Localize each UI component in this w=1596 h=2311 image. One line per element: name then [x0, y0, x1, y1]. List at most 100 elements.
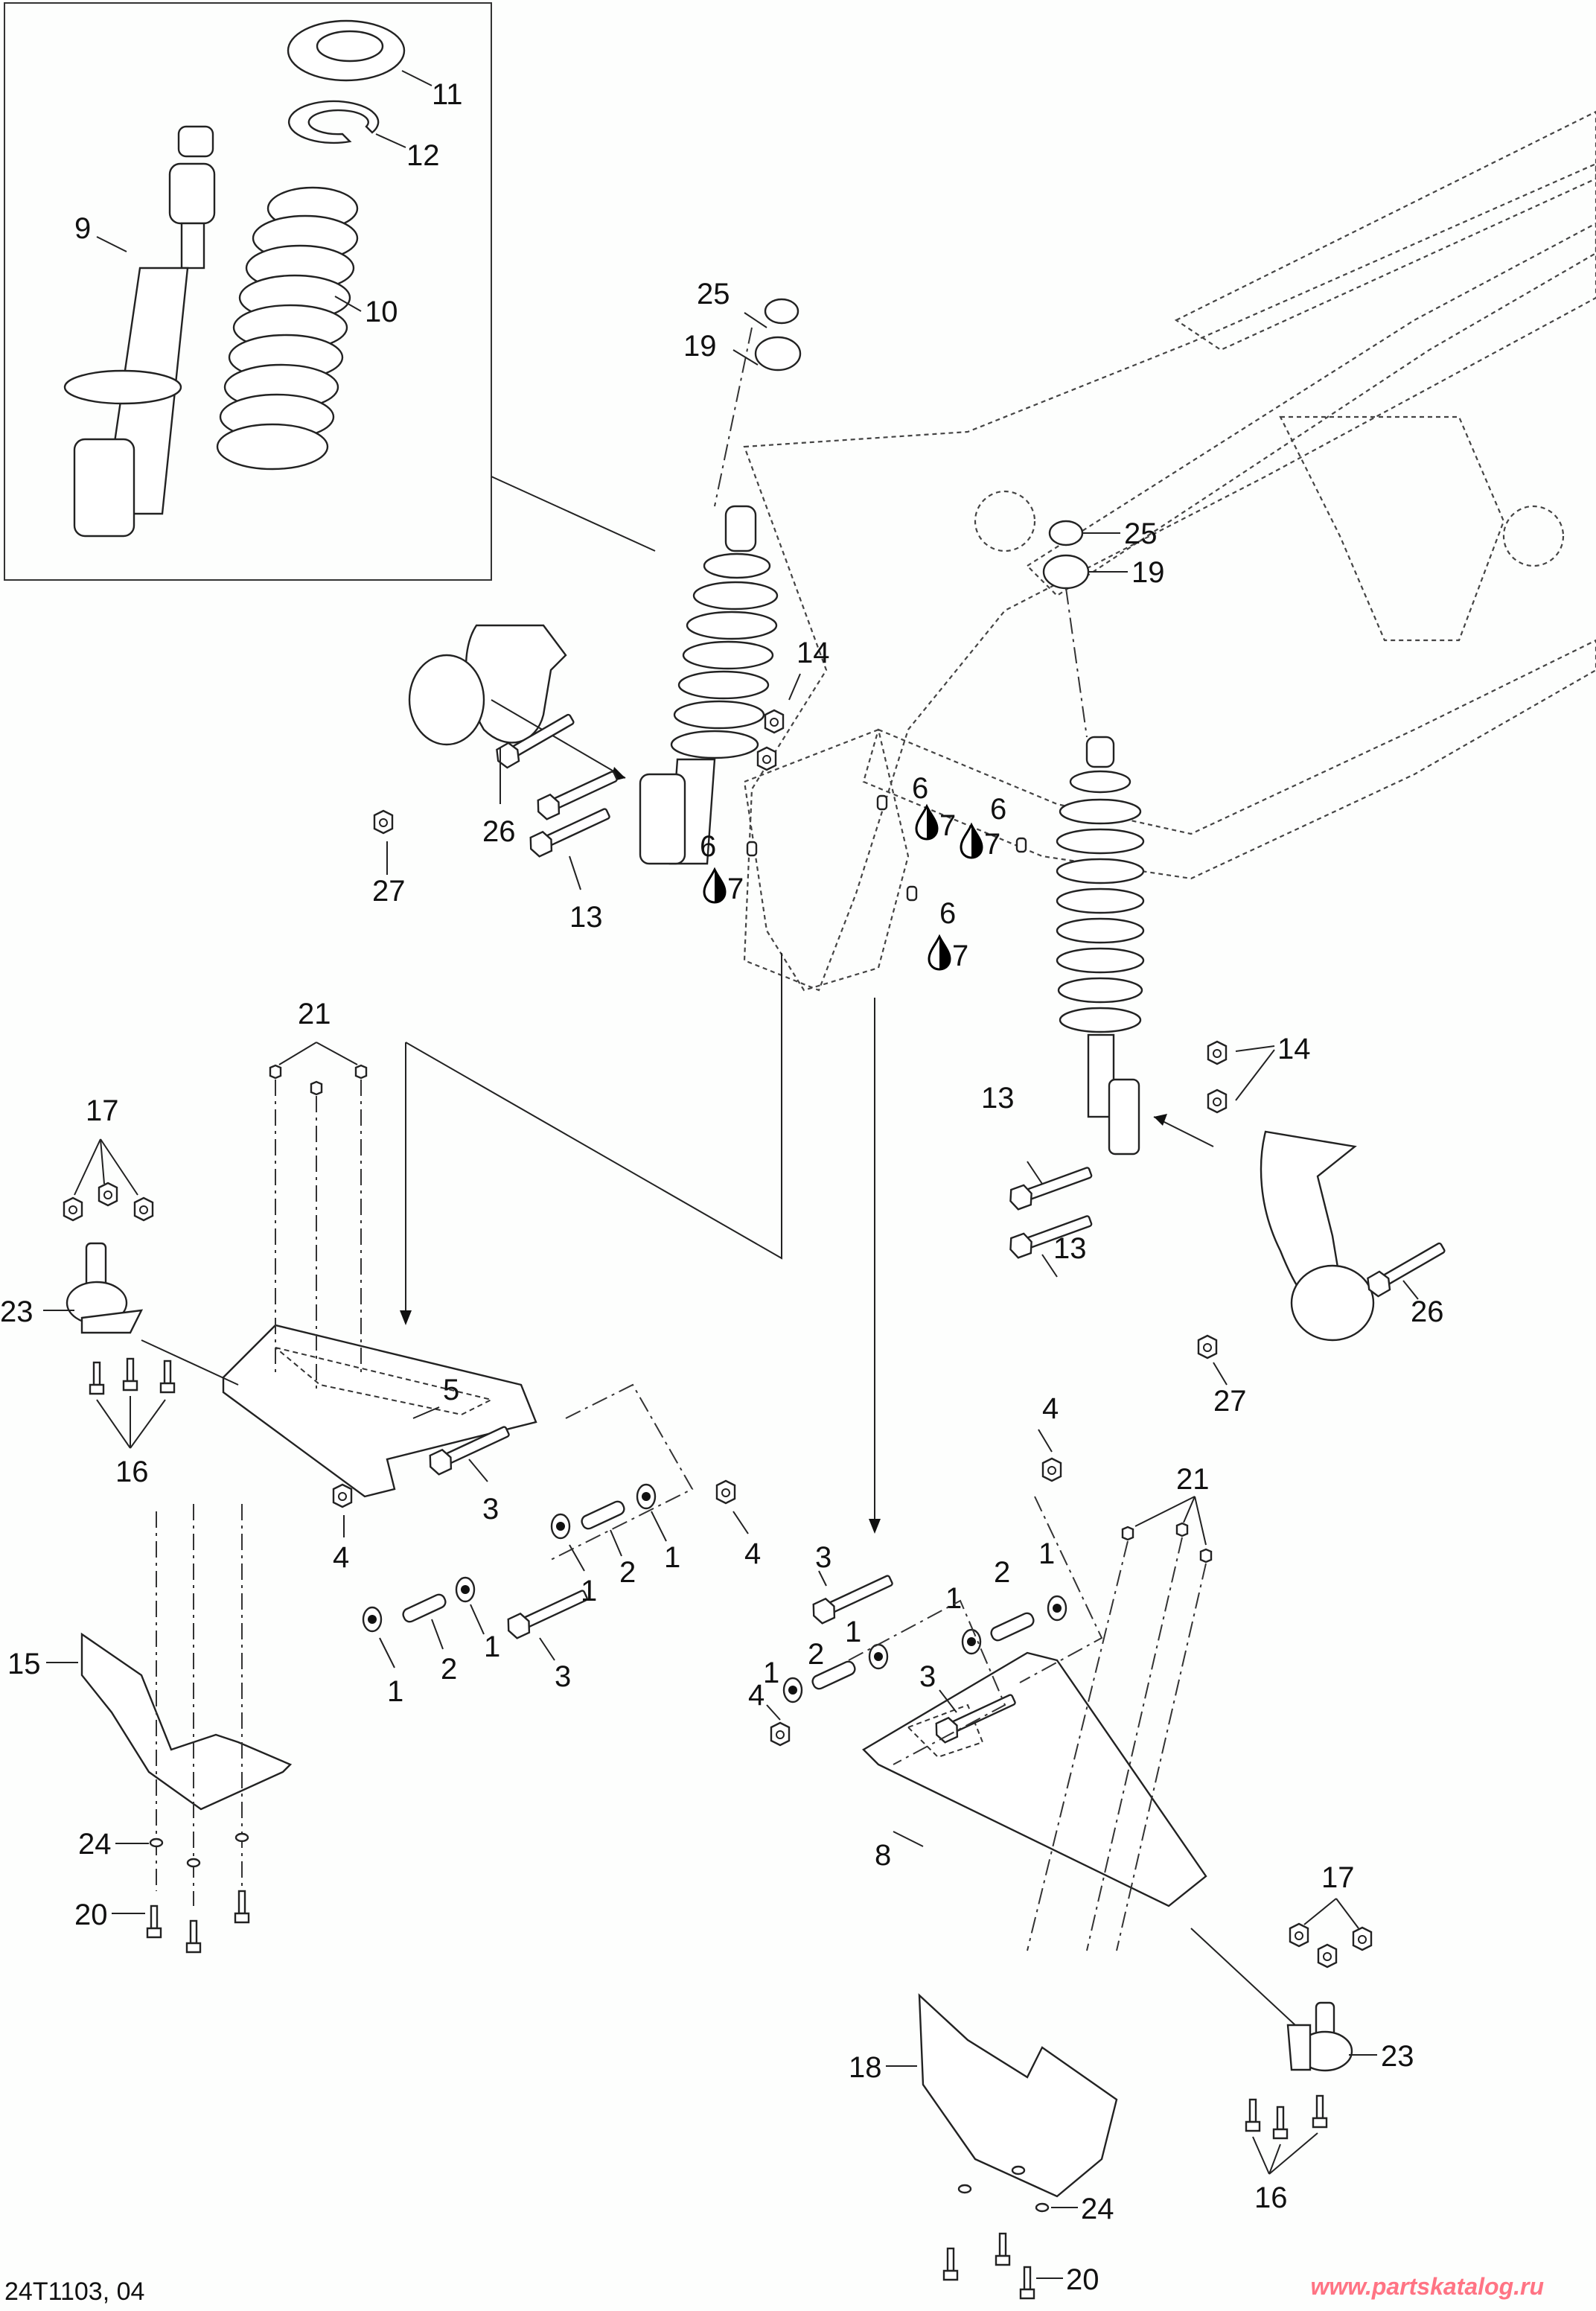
- label-1-right-d: 1: [845, 1616, 861, 1648]
- label-2-left-a: 2: [619, 1556, 636, 1589]
- label-2-left-b: 2: [441, 1653, 457, 1686]
- label-4-right-b: 4: [748, 1679, 765, 1712]
- label-1-right-c: 1: [763, 1657, 779, 1689]
- label-17-right: 17: [1321, 1861, 1355, 1894]
- label-6-d: 6: [939, 897, 956, 930]
- spring-seat-inset: [287, 19, 406, 82]
- label-21-left: 21: [298, 998, 331, 1030]
- a-arm-left: [222, 1324, 537, 1498]
- label-14-right: 14: [1277, 1033, 1311, 1065]
- label-6-b: 6: [700, 830, 716, 863]
- label-9: 9: [74, 212, 91, 245]
- label-21-right: 21: [1176, 1463, 1210, 1496]
- knuckle-right: [1260, 1130, 1375, 1342]
- vehicle-frame: [743, 110, 1596, 992]
- label-3-right-b: 3: [919, 1660, 936, 1693]
- washers-24-right: [957, 2165, 1050, 2213]
- inset-box: 11 12 9 10: [4, 2, 492, 581]
- skid-plate-right: [918, 1993, 1118, 2198]
- label-27-right: 27: [1213, 1385, 1247, 1418]
- label-2-right-a: 2: [994, 1556, 1010, 1589]
- label-6-c: 6: [990, 793, 1006, 826]
- label-23-left: 23: [0, 1295, 33, 1328]
- knuckle-left: [408, 624, 567, 746]
- spring-retainer-inset: [287, 100, 380, 144]
- a-arm-right: [862, 1651, 1207, 1907]
- label-1-right-b: 1: [1038, 1537, 1055, 1570]
- label-1-right-a: 1: [945, 1582, 962, 1615]
- watermark-link[interactable]: www.partskatalog.ru: [1310, 2273, 1544, 2300]
- label-4-left-b: 4: [744, 1537, 761, 1570]
- label-3-left-b: 3: [555, 1660, 571, 1693]
- shock-absorber-inset: [63, 125, 216, 538]
- label-16-left: 16: [115, 1456, 149, 1488]
- label-13-left: 13: [569, 901, 603, 934]
- coil-spring-inset: [216, 186, 359, 471]
- label-1-left-b: 1: [664, 1541, 680, 1574]
- label-16-right: 16: [1254, 2181, 1288, 2214]
- ball-joint-right: [1286, 2001, 1353, 2072]
- shock-assembly-left: [639, 505, 779, 865]
- label-1-left-d: 1: [484, 1631, 500, 1663]
- label-27-left: 27: [372, 875, 406, 908]
- label-15: 15: [7, 1648, 41, 1680]
- label-13-right-a: 13: [981, 1082, 1015, 1115]
- label-24-left: 24: [78, 1828, 112, 1861]
- label-5: 5: [443, 1374, 459, 1406]
- drawing-code: 24T1103, 04: [4, 2277, 145, 2306]
- shock-nut-right: [1042, 554, 1090, 590]
- label-19-right: 19: [1131, 556, 1165, 589]
- label-3-left-a: 3: [482, 1493, 499, 1526]
- label-24-right: 24: [1081, 2193, 1114, 2225]
- arrow-line: [491, 699, 626, 779]
- screws-16-right: [1245, 2094, 1328, 2140]
- grease-drop-icon: [703, 868, 727, 904]
- label-19-left: 19: [683, 330, 717, 363]
- screws-16-left: [89, 1357, 176, 1395]
- label-7-d: 7: [952, 940, 968, 972]
- label-23-right: 23: [1381, 2040, 1414, 2073]
- label-10: 10: [365, 296, 398, 328]
- ball-joint-left: [66, 1242, 144, 1334]
- label-18: 18: [849, 2051, 882, 2084]
- label-8: 8: [875, 1839, 891, 1872]
- label-20-right: 20: [1066, 2263, 1099, 2296]
- label-20-left: 20: [74, 1899, 108, 1931]
- label-13-right-b: 13: [1053, 1232, 1087, 1265]
- label-26-right: 26: [1411, 1295, 1444, 1328]
- label-7-b: 7: [727, 873, 744, 905]
- inset-border: [4, 2, 492, 581]
- label-26-left: 26: [482, 815, 516, 848]
- label-1-left-c: 1: [387, 1675, 403, 1708]
- label-4-left-a: 4: [333, 1541, 349, 1574]
- label-2-right-b: 2: [808, 1638, 824, 1671]
- label-25-right: 25: [1124, 517, 1158, 550]
- retaining-ring-left: [764, 298, 799, 325]
- label-4-right-a: 4: [1042, 1392, 1059, 1425]
- label-7-a: 7: [939, 809, 956, 842]
- nuts-17-right: [1289, 1922, 1373, 1969]
- label-12: 12: [406, 139, 440, 172]
- label-1-left-a: 1: [581, 1575, 597, 1607]
- shock-assembly-right: [1056, 736, 1145, 1156]
- label-7-c: 7: [984, 828, 1000, 861]
- label-25-left: 25: [697, 278, 730, 310]
- label-14-left: 14: [797, 637, 830, 669]
- label-11: 11: [432, 78, 463, 111]
- nuts-21-right: [1027, 1522, 1213, 1951]
- screws-20-left: [146, 1890, 250, 1954]
- label-6-a: 6: [912, 772, 928, 805]
- guide-line-left: [405, 953, 782, 1260]
- skid-plate-left: [80, 1632, 293, 1811]
- label-3-right-a: 3: [815, 1541, 831, 1574]
- retaining-ring-right: [1048, 520, 1084, 546]
- grease-fitting-group: 6 7 6 7 6 7 6 7: [700, 772, 1027, 972]
- screws-20-right: [942, 2232, 1035, 2300]
- grease-drop-icon: [928, 935, 951, 971]
- nuts-21-left: [269, 1064, 368, 1392]
- axis-line: [714, 327, 753, 507]
- washers-24-left: [149, 1832, 249, 1868]
- inset-leader-line: [491, 476, 656, 552]
- label-17-left: 17: [86, 1094, 119, 1127]
